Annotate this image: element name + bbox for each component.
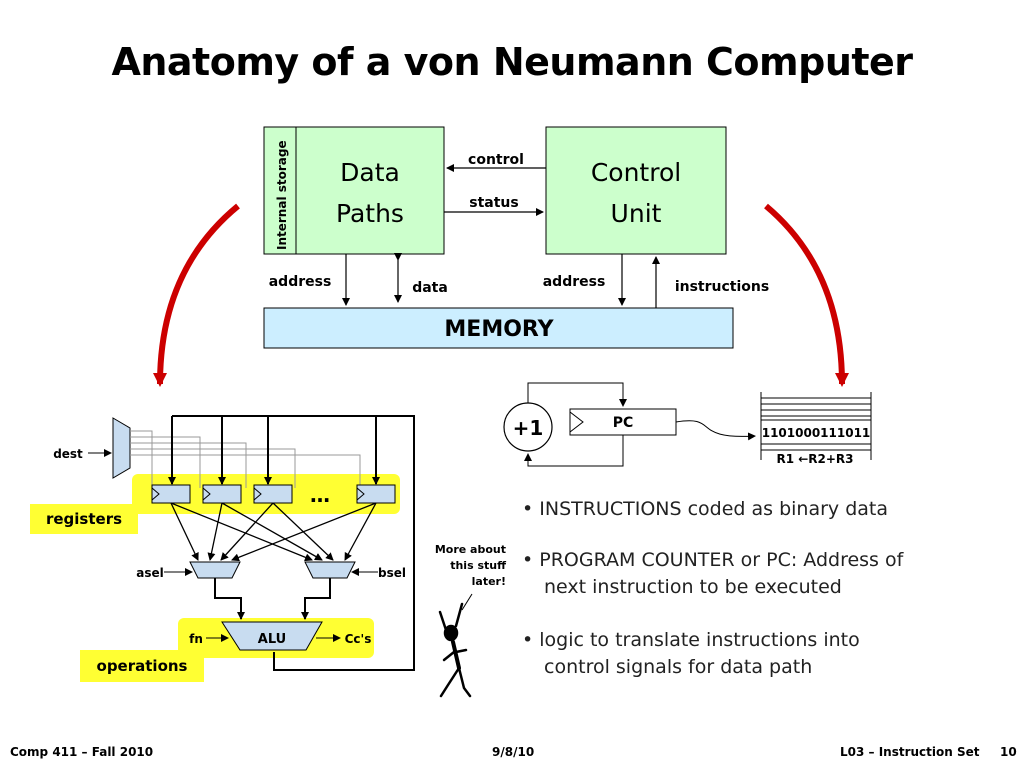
instruction-bits: 1101000111011 [762, 426, 871, 440]
control-unit-label-line2: Unit [611, 199, 662, 228]
registers-label: registers [46, 510, 122, 528]
address-right-label: address [543, 274, 606, 290]
operations-label: operations [97, 657, 188, 675]
bullet-instructions: • INSTRUCTIONS coded as binary data [522, 496, 888, 523]
callout-line3: later! [472, 575, 506, 588]
data-paths-block: Internal storage Data Paths [263, 126, 445, 255]
register-to-mux-wires [170, 502, 377, 562]
asel-mux [189, 561, 241, 579]
footer-page-number: 10 [1000, 745, 1017, 759]
pc-label: PC [613, 415, 634, 431]
pc-loop: +1 PC [503, 382, 756, 467]
register [356, 484, 396, 504]
register-ellipsis: … [310, 483, 330, 507]
data-paths-label-line1: Data [340, 158, 400, 187]
bullet-program-counter: • PROGRAM COUNTER or PC: Address of next… [522, 547, 903, 601]
control-unit-label-line1: Control [591, 158, 681, 187]
address-left-label: address [269, 274, 332, 290]
red-arrow-right [764, 203, 849, 387]
data-paths-label-line2: Paths [336, 199, 404, 228]
status-label: status [469, 195, 518, 211]
dest-label: dest [53, 447, 83, 461]
stick-figure-icon [438, 602, 472, 698]
alu [221, 621, 323, 651]
footer-lecture: L03 – Instruction Set [840, 745, 980, 759]
bullet-line: next instruction to be executed [544, 576, 842, 598]
memory-block: MEMORY [263, 307, 734, 349]
instruction-memory: 1101000111011 R1 ←R2+R3 [760, 392, 872, 466]
instruction-text: R1 ←R2+R3 [776, 452, 853, 466]
bullet-line: • INSTRUCTIONS coded as binary data [522, 498, 889, 520]
plus-one-label: +1 [513, 416, 544, 440]
register [202, 484, 242, 504]
footer-date: 9/8/10 [492, 745, 535, 759]
instructions-label: instructions [675, 279, 769, 295]
operations-label-bg [80, 650, 204, 682]
bullet-line: • PROGRAM COUNTER or PC: Address of [522, 549, 904, 571]
page-title: Anatomy of a von Neumann Computer [111, 40, 913, 84]
register-feedback-bus [168, 415, 415, 671]
dest-mux [112, 417, 131, 479]
bsel-label: bsel [378, 566, 406, 580]
registers-label-bg [30, 504, 138, 534]
control-unit-block: Control Unit [545, 126, 727, 255]
internal-storage-label: Internal storage [275, 140, 289, 250]
red-arrow-left [153, 203, 240, 387]
asel-label: asel [136, 566, 164, 580]
bullet-line: control signals for data path [544, 656, 813, 678]
callout-line1: More about [435, 543, 506, 556]
control-label: control [468, 152, 524, 168]
data-label: data [412, 280, 448, 296]
footer-course: Comp 411 – Fall 2010 [10, 745, 154, 759]
memory-label: MEMORY [444, 317, 554, 342]
bullet-logic: • logic to translate instructions into c… [522, 627, 860, 681]
register [253, 484, 293, 504]
callout-line2: this stuff [450, 559, 506, 572]
register [151, 484, 191, 504]
ccs-label: Cc's [345, 632, 372, 646]
fn-label: fn [189, 632, 203, 646]
alu-label: ALU [258, 632, 286, 647]
bsel-mux [304, 561, 356, 579]
bullet-line: • logic to translate instructions into [522, 629, 860, 651]
dest-enable-lines [130, 430, 361, 488]
